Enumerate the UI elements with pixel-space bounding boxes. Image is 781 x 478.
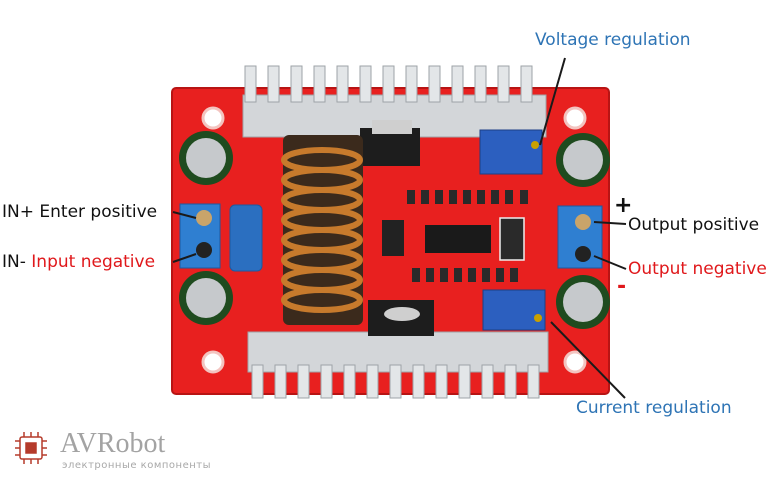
- top-heatsink: [242, 65, 547, 138]
- output-positive-label: Output positive: [628, 215, 760, 235]
- shunt-resistor: [499, 217, 525, 261]
- transistor-top: [360, 128, 420, 166]
- in-plus-prefix: IN+: [2, 202, 34, 222]
- voltage-regulation-label: Voltage regulation: [535, 30, 691, 50]
- plus-sign: +: [614, 193, 633, 218]
- leader-lines: [172, 57, 627, 399]
- input-negative-text: Input negative: [31, 252, 156, 272]
- enter-positive-text: Enter positive: [39, 202, 158, 222]
- inductor-coil: [281, 135, 363, 325]
- current-regulation-label: Current regulation: [576, 398, 732, 418]
- voltage-potentiometer: [479, 129, 543, 175]
- output-negative-label: Output negative: [628, 259, 767, 279]
- capacitors: [179, 131, 610, 329]
- logo-name: AVRobot: [60, 428, 166, 459]
- in-minus-label: IN- Input negative: [2, 252, 155, 272]
- in-plus-label: IN+ Enter positive: [2, 202, 157, 222]
- mounting-holes: [201, 106, 587, 374]
- current-potentiometer: [482, 289, 546, 331]
- output-terminal-block: [557, 205, 603, 269]
- minus-sign: -: [617, 274, 627, 299]
- logo-tagline: электронные компоненты: [62, 460, 211, 471]
- chip-icon: [15, 432, 47, 464]
- ic-chip: [425, 225, 491, 253]
- in-minus-prefix: IN-: [2, 252, 26, 272]
- smd-components: [407, 190, 528, 282]
